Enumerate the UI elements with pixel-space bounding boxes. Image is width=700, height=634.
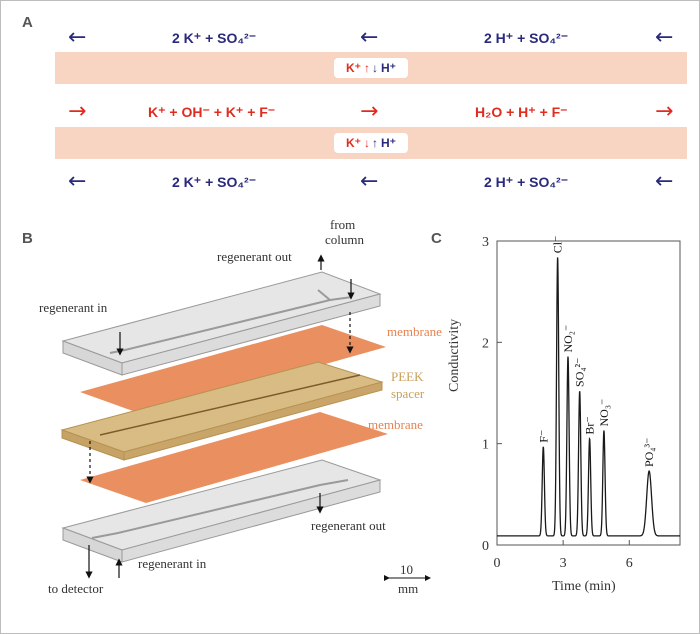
membrane-bottom bbox=[80, 412, 388, 503]
arrow-left-icon: ← bbox=[68, 25, 87, 50]
membrane-top-label: membrane bbox=[387, 324, 442, 339]
y-tick-label: 2 bbox=[482, 336, 489, 351]
ion-k: K⁺ bbox=[346, 136, 361, 150]
panel-c-letter: C bbox=[431, 230, 442, 247]
equation-bottom-left: 2 K⁺ + SO₄²⁻ bbox=[172, 174, 257, 190]
scale-value: 10 bbox=[400, 562, 413, 577]
arrow-left-icon: ← bbox=[655, 25, 674, 50]
to-detector-label: to detector bbox=[48, 581, 104, 596]
scale-unit: mm bbox=[398, 581, 419, 596]
ion-k: K⁺ bbox=[346, 61, 361, 75]
arrow-left-icon: ← bbox=[360, 169, 379, 194]
peak-label: F⁻ bbox=[536, 430, 550, 443]
arrow-left-icon: ← bbox=[360, 25, 379, 50]
x-tick-label: 6 bbox=[626, 556, 633, 571]
x-tick-label: 3 bbox=[560, 556, 567, 571]
peek-spacer bbox=[60, 361, 384, 461]
x-tick-label: 0 bbox=[494, 556, 501, 571]
ion-h: H⁺ bbox=[381, 136, 396, 150]
bottom-block bbox=[61, 459, 382, 563]
arrow-left-icon: ← bbox=[655, 169, 674, 194]
ion-h: H⁺ bbox=[381, 61, 396, 75]
panel-b-letter: B bbox=[22, 230, 33, 247]
y-axis-label: Conductivity bbox=[447, 318, 462, 392]
arrow-right-icon: → bbox=[655, 99, 674, 124]
exchange-box-upper: K⁺ ↑ ↓ H⁺ bbox=[334, 58, 408, 78]
peak-label: NO₂⁻ bbox=[561, 325, 575, 353]
regenerant-in-bottom-label: regenerant in bbox=[138, 556, 207, 571]
arrow-left-icon: ← bbox=[68, 169, 87, 194]
equation-mid-right: H₂O + H⁺ + F⁻ bbox=[475, 104, 568, 120]
up-arrow-icon: ↑ bbox=[364, 61, 370, 75]
peak-label: NO₃⁻ bbox=[597, 399, 611, 427]
up-arrow-icon: ↑ bbox=[372, 136, 378, 150]
chromatogram-trace bbox=[497, 257, 680, 537]
panel-a-letter: A bbox=[22, 14, 33, 31]
equation-bottom-right: 2 H⁺ + SO₄²⁻ bbox=[484, 174, 569, 190]
y-tick-label: 3 bbox=[482, 235, 489, 250]
down-arrow-icon: ↓ bbox=[364, 136, 370, 150]
y-tick-label: 1 bbox=[482, 438, 489, 453]
from-column-label-2: column bbox=[325, 232, 364, 247]
arrow-right-icon: → bbox=[68, 99, 87, 124]
regenerant-in-top-label: regenerant in bbox=[39, 300, 108, 315]
peek-label-2: spacer bbox=[391, 386, 425, 401]
membrane-top bbox=[80, 325, 386, 415]
plot-frame bbox=[496, 240, 681, 546]
equation-mid-left: K⁺ + OH⁻ + K⁺ + F⁻ bbox=[148, 104, 276, 120]
membrane-bottom-label: membrane bbox=[368, 417, 423, 432]
regenerant-out-top-label: regenerant out bbox=[217, 249, 292, 264]
arrow-right-icon: → bbox=[360, 99, 379, 124]
x-axis-label: Time (min) bbox=[552, 579, 616, 594]
regenerant-out-bottom-label: regenerant out bbox=[311, 518, 386, 533]
y-tick-label: 0 bbox=[482, 539, 489, 554]
equation-top-left: 2 K⁺ + SO₄²⁻ bbox=[172, 30, 257, 46]
equation-top-right: 2 H⁺ + SO₄²⁻ bbox=[484, 30, 569, 46]
peak-label: Cl⁻ bbox=[551, 236, 565, 254]
exchange-box-lower: K⁺ ↓ ↑ H⁺ bbox=[334, 133, 408, 153]
peak-label: PO₄³⁻ bbox=[642, 438, 656, 467]
peek-label-1: PEEK bbox=[391, 369, 424, 384]
peak-label: Br⁻ bbox=[583, 416, 597, 434]
down-arrow-icon: ↓ bbox=[372, 61, 378, 75]
from-column-label-1: from bbox=[330, 217, 356, 232]
peak-label: SO₄²⁻ bbox=[573, 358, 587, 387]
